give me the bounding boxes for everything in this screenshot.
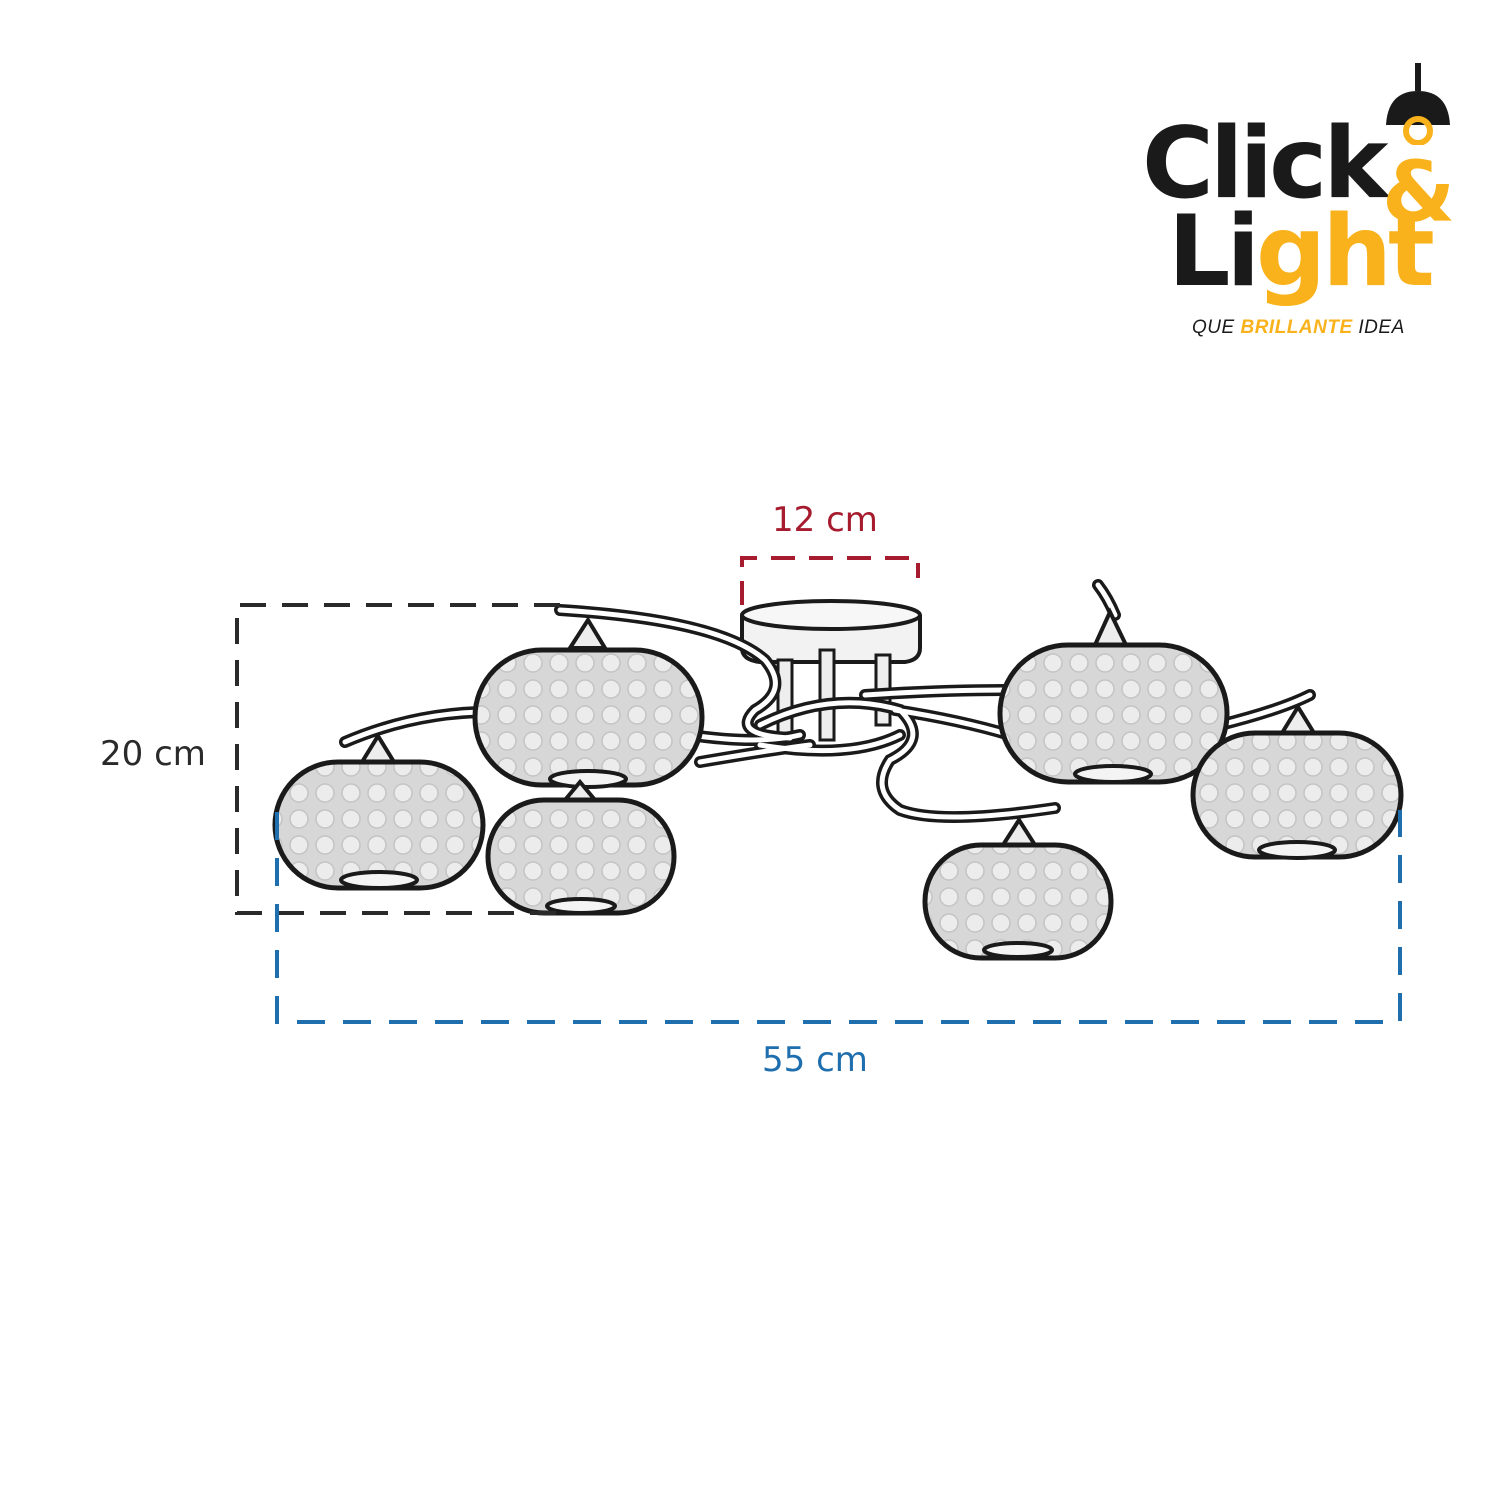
brand-word-light-yellow: ght [1256,195,1435,309]
dimension-line-bottom [275,810,1402,1024]
dimension-label-bottom: 55 cm [762,1040,868,1080]
brand-ampersand: & [1382,143,1456,241]
slogan-highlight: BRILLANTE [1240,317,1353,338]
dimension-line-left [235,603,560,915]
shade-top-right [997,607,1230,785]
shade-center [922,816,1114,961]
dimension-label-top: 12 cm [772,500,878,540]
shade-bottom-left [485,778,677,916]
brand-logo: Click & Light QUE BRILLANTE IDEA [1120,55,1480,355]
shade-left [272,732,486,891]
pendant-lamp-icon [1386,63,1450,145]
dimension-line-top [740,556,920,605]
slogan-pre: QUE [1192,317,1235,338]
dimension-label-left: 20 cm [100,734,206,774]
brand-slogan: QUE BRILLANTE IDEA [1192,317,1405,339]
ceiling-canopy [740,599,922,742]
shade-right [1190,703,1404,860]
slogan-post: IDEA [1358,317,1405,338]
shade-top-left [472,616,705,789]
brand-word-light: Light [1168,203,1435,301]
brand-word-light-black: Li [1168,195,1260,309]
brand-word-click: Click [1142,107,1388,221]
